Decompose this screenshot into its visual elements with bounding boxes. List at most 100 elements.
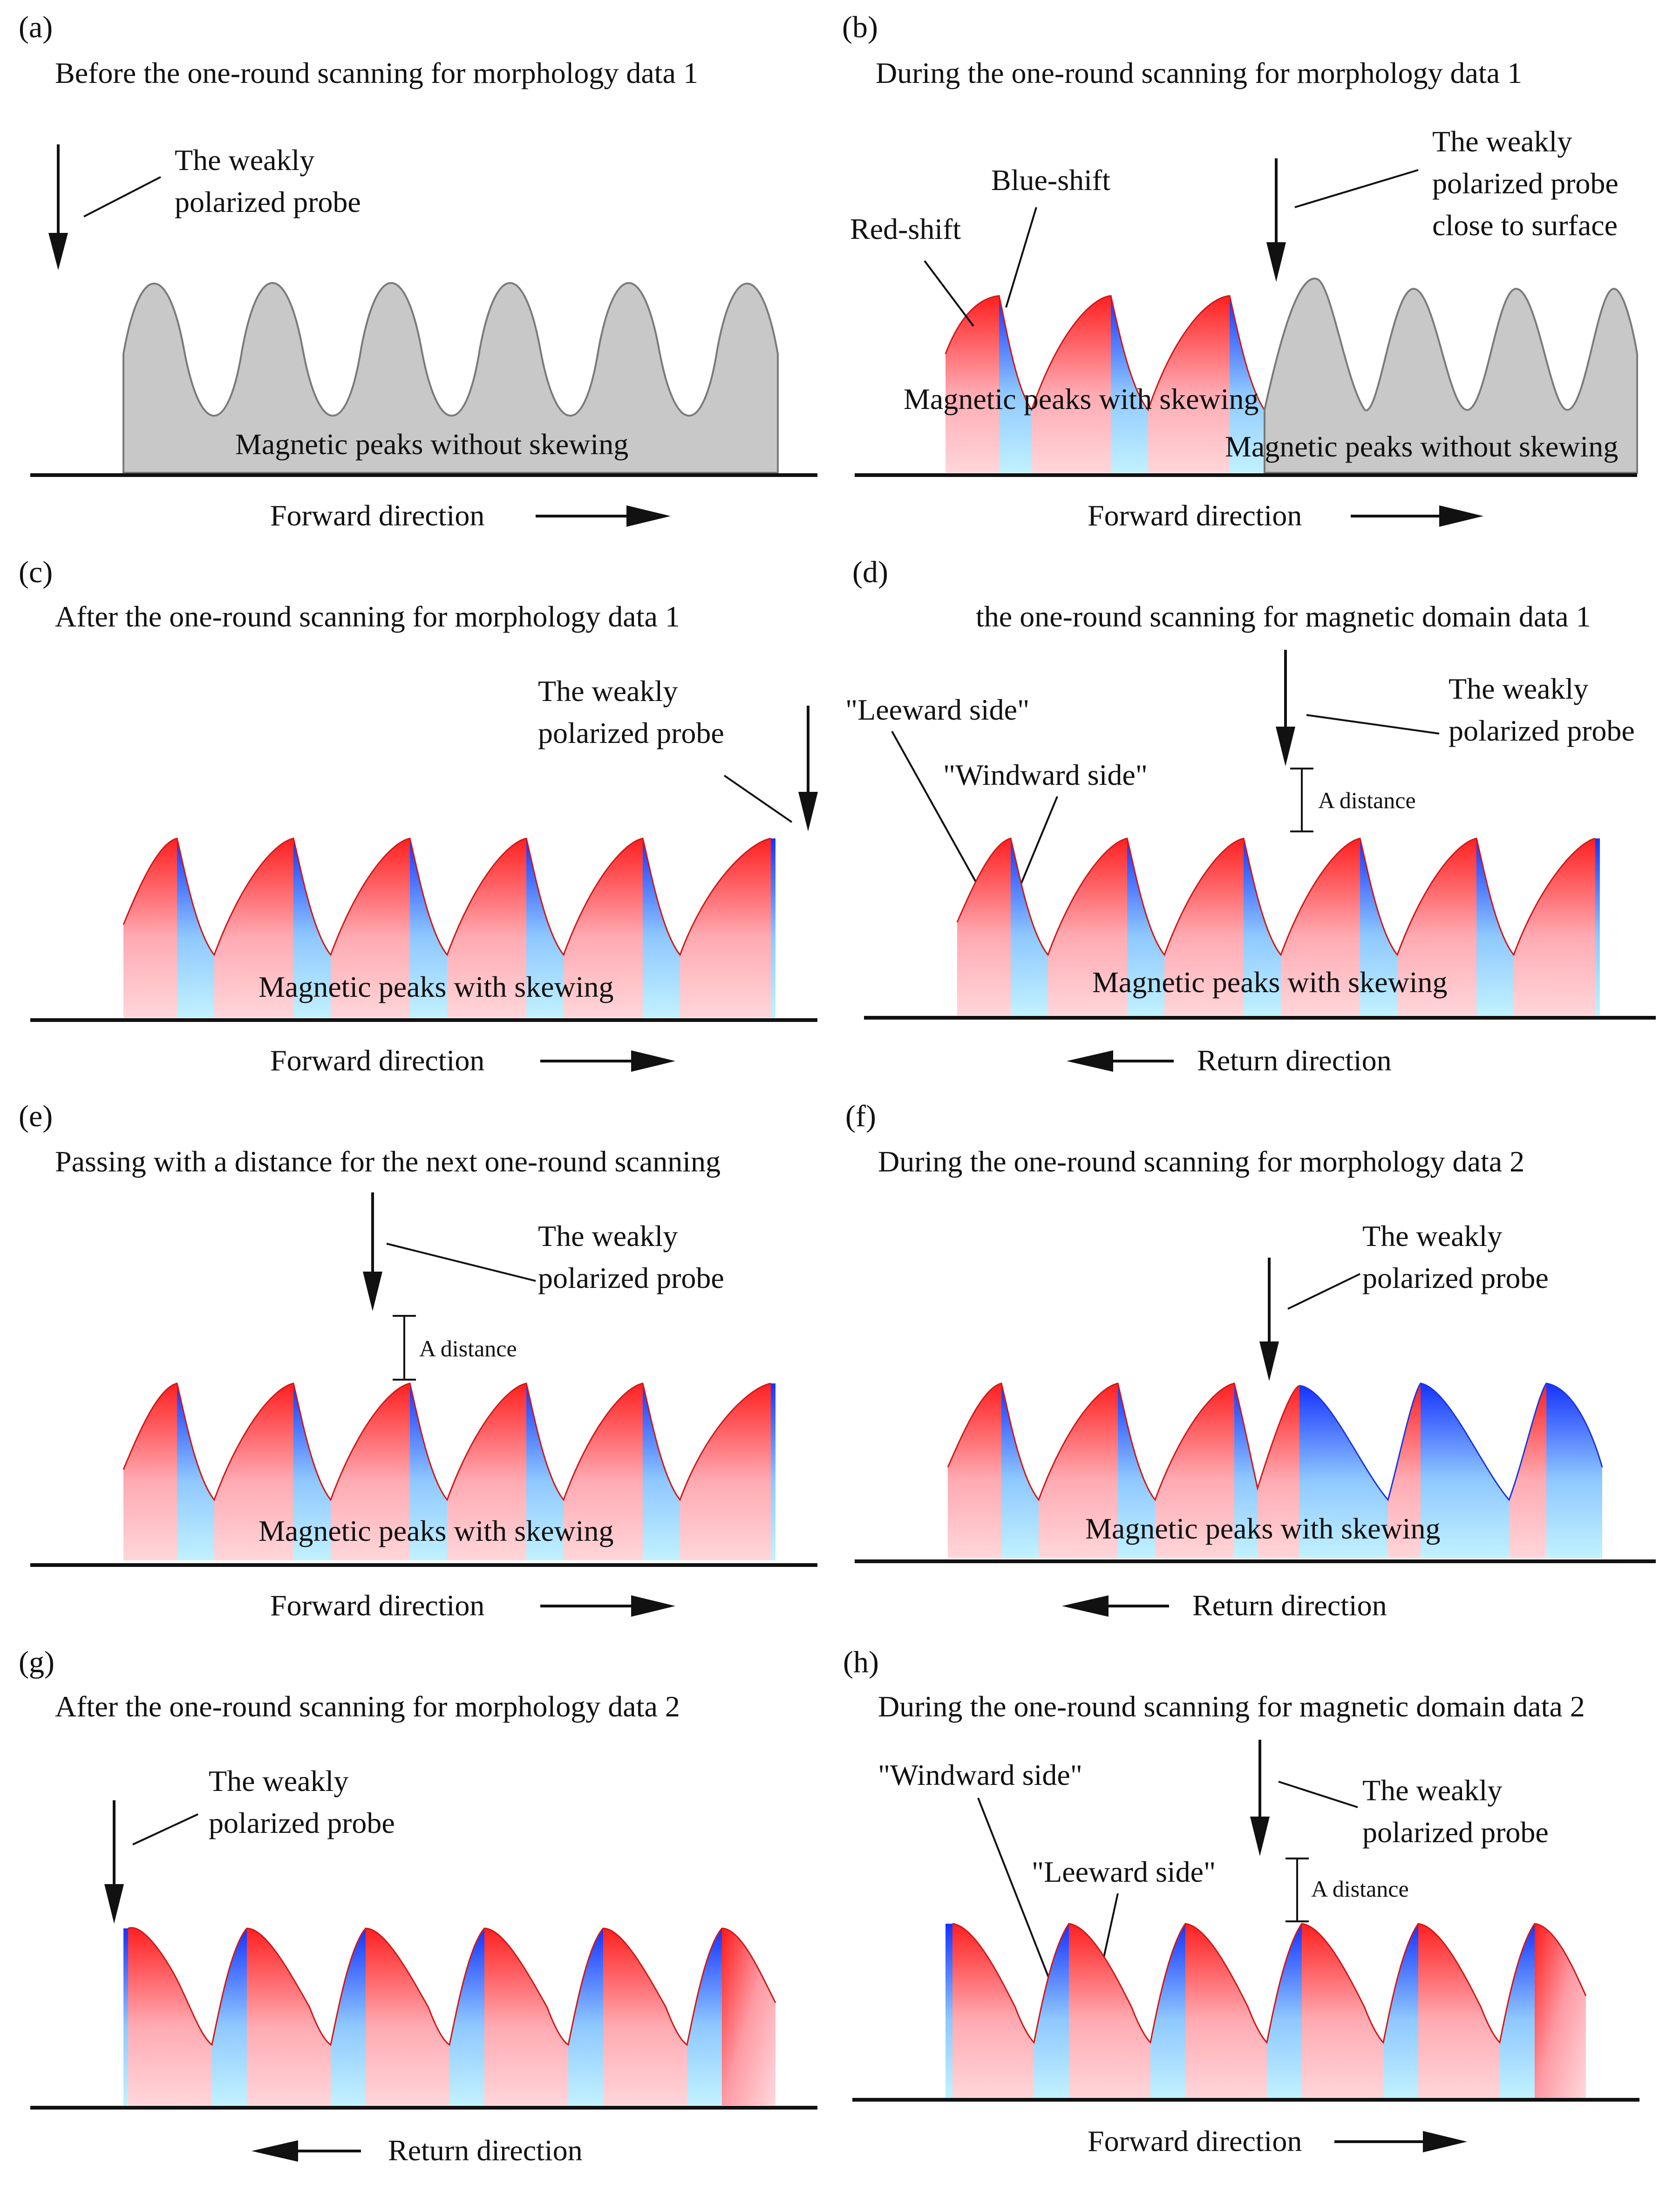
probe-label-line-2: polarized probe — [1362, 1261, 1549, 1294]
panel-label: (a) — [19, 10, 53, 44]
panel-f: (f) During the one-round scanning for mo… — [845, 1099, 1656, 1622]
direction-label: Return direction — [1192, 1589, 1387, 1622]
skewed-peaks — [956, 837, 1600, 1015]
skewed-peaks — [945, 295, 1265, 473]
skewed-peaks — [122, 1382, 775, 1560]
direction-label: Return direction — [1197, 1044, 1392, 1077]
panel-c: (c) After the one-round scanning for mor… — [19, 555, 818, 1077]
direction-label: Return direction — [388, 2134, 583, 2167]
direction-label: Forward direction — [1088, 499, 1302, 532]
probe-arrow — [1276, 650, 1295, 766]
probe-leader-line — [723, 775, 793, 823]
skewed-peaks — [122, 837, 775, 1018]
probe-leader-line — [1287, 1273, 1360, 1310]
probe-arrow — [363, 1192, 382, 1311]
magnetic-peaks-unskewed — [1264, 278, 1638, 474]
distance-label: A distance — [419, 1335, 517, 1361]
distance-label: A distance — [1318, 787, 1416, 813]
direction-arrow-forward — [1351, 505, 1483, 527]
probe-leader-line — [1306, 714, 1440, 735]
probe-label-line-1: The weakly — [538, 1219, 678, 1252]
probe-leader-line — [132, 1813, 198, 1845]
probe-label-line-1: The weakly — [1362, 1219, 1502, 1252]
peaks-label: Magnetic peaks without skewing — [235, 428, 628, 461]
probe-leader-line — [83, 176, 161, 218]
peaks-label: Magnetic peaks with skewing — [904, 382, 1259, 415]
distance-indicator — [1286, 1858, 1309, 1922]
windward-label: "Windward side" — [943, 758, 1148, 791]
probe-label-line-1: The weakly — [175, 143, 314, 177]
panel-title: During the one-round scanning for morpho… — [876, 56, 1522, 89]
direction-label: Forward direction — [270, 499, 484, 532]
windward-label: "Windward side" — [878, 1758, 1082, 1791]
peaks-label: Magnetic peaks with skewing — [1085, 1512, 1441, 1545]
distance-indicator — [1290, 768, 1313, 832]
direction-arrow-forward — [536, 505, 671, 527]
direction-arrow-return — [1067, 1050, 1174, 1072]
panel-label: (d) — [852, 555, 888, 589]
direction-label: Forward direction — [270, 1044, 484, 1077]
blue-shift-label: Blue-shift — [991, 163, 1110, 197]
peaks-label-unskewed: Magnetic peaks without skewing — [1225, 430, 1618, 463]
panel-title: After the one-round scanning for morphol… — [55, 1690, 680, 1723]
peaks-label: Magnetic peaks with skewing — [258, 1514, 614, 1547]
probe-leader-line — [1294, 169, 1419, 208]
panel-title: Passing with a distance for the next one… — [55, 1145, 721, 1178]
panel-title: During the one-round scanning for morpho… — [878, 1145, 1524, 1178]
panel-b: (b) During the one-round scanning for mo… — [842, 10, 1638, 532]
direction-arrow-return — [1062, 1595, 1169, 1617]
panel-h: (h) During the one-round scanning for ma… — [843, 1645, 1639, 2158]
peaks-label: Magnetic peaks with skewing — [1092, 966, 1448, 999]
probe-label-line-1: The weakly — [1432, 125, 1572, 158]
magnetic-peaks-unskewed — [122, 282, 779, 474]
leeward-label: "Leeward side" — [1032, 1855, 1216, 1888]
skewed-peaks — [123, 1927, 776, 2105]
panel-label: (e) — [19, 1099, 53, 1133]
probe-leader-line — [386, 1243, 536, 1282]
panel-title: After the one-round scanning for morphol… — [55, 600, 680, 633]
direction-arrow-return — [252, 2140, 361, 2162]
windward-leader-line — [1017, 796, 1058, 892]
probe-label-line-1: The weakly — [538, 674, 678, 708]
probe-arrow — [798, 706, 818, 831]
panel-label: (f) — [845, 1099, 876, 1133]
red-shift-label: Red-shift — [850, 212, 961, 245]
probe-leader-line — [1278, 1781, 1358, 1808]
direction-arrow-forward — [540, 1050, 675, 1072]
probe-label-line-2: polarized probe — [538, 1261, 724, 1294]
leeward-label: "Leeward side" — [845, 693, 1029, 726]
panel-label: (b) — [842, 10, 878, 44]
direction-label: Forward direction — [1088, 2124, 1302, 2158]
probe-arrow — [1259, 1258, 1279, 1381]
panel-label: (c) — [19, 555, 53, 589]
probe-label-line-2: polarized probe — [209, 1806, 395, 1839]
distance-indicator — [393, 1315, 416, 1381]
probe-arrow — [104, 1800, 124, 1924]
skewed-peaks — [945, 1923, 1587, 2098]
panel-label: (g) — [19, 1645, 54, 1679]
panel-a: (a) Before the one-round scanning for mo… — [19, 10, 817, 532]
panel-title: Before the one-round scanning for morpho… — [55, 56, 698, 89]
direction-arrow-forward — [1334, 2131, 1467, 2152]
panel-e: (e) Passing with a distance for the next… — [19, 1099, 817, 1622]
probe-label-line-2: polarized probe — [175, 185, 361, 218]
peaks-label: Magnetic peaks with skewing — [258, 970, 614, 1003]
probe-label-line-2: polarized probe — [1362, 1816, 1549, 1849]
probe-label-line-1: The weakly — [1449, 672, 1588, 705]
panel-title: During the one-round scanning for magnet… — [878, 1690, 1585, 1723]
probe-arrow — [48, 144, 68, 270]
probe-label-line-2: polarized probe — [1432, 167, 1619, 200]
panel-label: (h) — [843, 1645, 879, 1679]
windward-leader-line — [977, 1797, 1056, 1994]
direction-arrow-forward — [540, 1595, 675, 1617]
probe-label-line-1: The weakly — [1362, 1774, 1502, 1807]
probe-arrow — [1266, 158, 1286, 282]
skewed-peaks — [947, 1382, 1603, 1558]
panel-d: (d) the one-round scanning for magnetic … — [845, 555, 1656, 1077]
panel-title: the one-round scanning for magnetic doma… — [976, 600, 1591, 633]
distance-label: A distance — [1311, 1876, 1409, 1902]
blue-shift-leader-line — [1005, 207, 1037, 308]
leeward-leader-line — [891, 731, 984, 895]
probe-label-line-2: polarized probe — [1449, 714, 1635, 747]
